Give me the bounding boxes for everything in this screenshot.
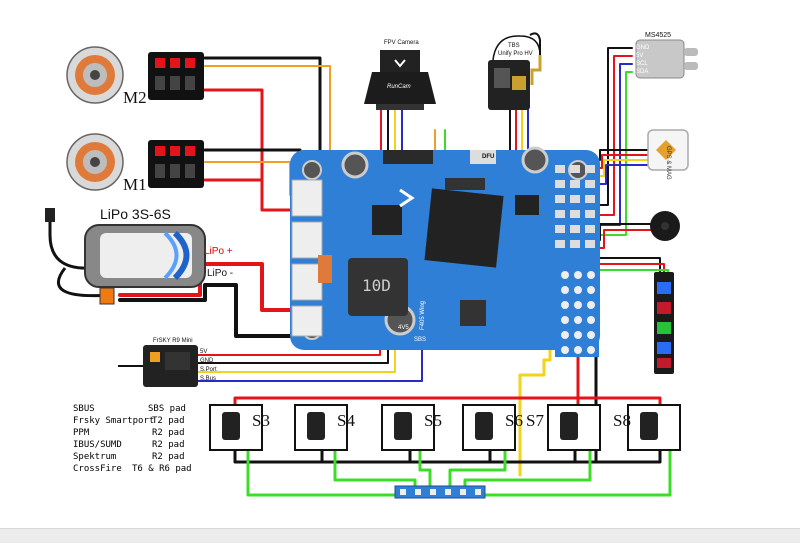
servo-connector <box>394 485 486 499</box>
lipo-neg-label: LiPo - <box>207 268 234 279</box>
esc2-black-wire <box>203 56 322 152</box>
lipo-pos-wire <box>118 262 302 312</box>
fc-pad-sbs: SBS <box>414 337 427 343</box>
fpv-camera <box>364 50 436 110</box>
protocol-row: IBUS/SUMD <box>73 440 122 450</box>
flight-controller <box>290 146 600 357</box>
receiver-pin-sbus: S.Bus <box>200 376 217 382</box>
protocol-pad: R2 pad <box>152 440 185 450</box>
protocol-row: Frsky Smartport <box>73 416 154 426</box>
protocol-pad: R2 pad <box>152 452 185 462</box>
protocol-pad: R2 pad <box>152 428 185 438</box>
sensor-pin-5v: 5V <box>636 53 644 59</box>
protocol-pad: T6 & R6 pad <box>132 464 192 474</box>
fc-chip-label: 10D <box>362 276 391 295</box>
receiver-pin-gnd: GND <box>200 358 214 364</box>
protocol-pad: SBS pad <box>148 404 186 414</box>
lipo-pos-label: LiPo + <box>204 246 233 257</box>
rx-sport-wire <box>197 339 396 373</box>
protocol-name: Frsky Smartport <box>73 416 155 426</box>
servo-s5-label: S5 <box>424 411 442 430</box>
camera-title: FPV Camera <box>384 40 419 46</box>
gps-module <box>647 129 689 171</box>
sensor-pin-scl: SCL <box>636 61 648 67</box>
sensor-pin-gnd: GND <box>636 45 650 51</box>
servo-s8-label: S8 <box>613 411 631 430</box>
receiver-pin-5v: 5V <box>200 349 208 355</box>
servo-s3-label: S3 <box>252 411 270 430</box>
servo-s7-label: S7 <box>526 411 544 430</box>
video-transmitter <box>488 32 542 110</box>
fc-dfu-label: DFU <box>482 154 495 160</box>
lipo-neg-wire <box>118 283 302 338</box>
protocol-name: Spektrum <box>73 452 117 462</box>
fc-pad-4v5: 4V5 <box>398 325 409 331</box>
rx-sbus-wire <box>197 349 423 382</box>
protocol-name: PPM <box>73 428 90 438</box>
lipo-battery <box>45 208 206 305</box>
motor-m2-label: M2 <box>123 88 147 107</box>
esc-m1 <box>148 140 204 188</box>
airspeed-sensor <box>635 39 698 79</box>
protocol-name: CrossFire <box>73 464 122 474</box>
battery-title: LiPo 3S-6S <box>100 206 171 222</box>
receiver-module <box>118 345 198 387</box>
protocol-row: CrossFire <box>73 464 122 474</box>
servo-s6-label: S6 <box>505 411 523 430</box>
camera-brand: RunCam <box>387 84 411 90</box>
protocol-name: SBUS <box>73 404 95 414</box>
motor-m1-label: M1 <box>123 175 147 194</box>
protocol-row: PPM <box>73 428 89 438</box>
servo-s4-label: S4 <box>337 411 355 430</box>
protocol-row: SBUS <box>73 404 95 414</box>
led-strip <box>654 272 674 374</box>
motor-m2 <box>66 46 124 104</box>
esc1-black-wire <box>203 148 302 182</box>
esc-m2 <box>148 52 204 100</box>
bottom-divider <box>0 528 800 543</box>
protocol-row: Spektrum <box>73 452 116 462</box>
vtx-title-line2: Unify Pro HV <box>498 51 533 57</box>
sensor-title: MS4525 <box>645 32 672 39</box>
esc2-signal-wire <box>204 65 331 151</box>
receiver-pin-sport: S.Port <box>200 367 217 373</box>
servo-group <box>209 404 681 451</box>
vtx-title-line1: TBS <box>508 43 520 49</box>
protocol-name: IBUS/SUMD <box>73 440 122 450</box>
protocol-pad: T2 pad <box>152 416 185 426</box>
receiver-title: FrSKY R9 Mini <box>153 338 193 344</box>
gps-label: GPS & MAG <box>665 146 671 180</box>
motor-m1 <box>66 133 124 191</box>
fc-name-label: F405 Wing <box>420 300 426 330</box>
sensor-pin-sda: SDA <box>636 69 649 75</box>
